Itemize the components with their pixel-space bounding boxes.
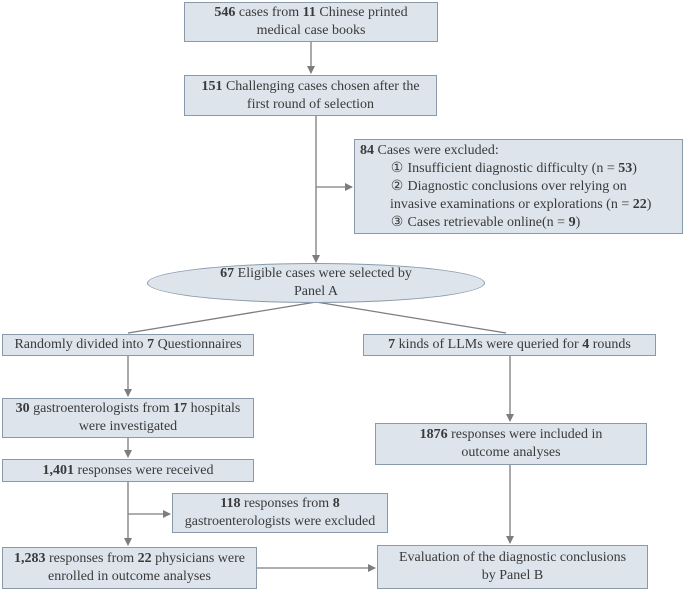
circled-three-mark: ③ [390,214,404,230]
text-line-2: medical case books [256,23,366,38]
line-eligible-to-llms [315,301,507,334]
emphasized-number: 17 [173,401,188,416]
exclusion-item-2-cont: invasive examinations or explorations (n… [390,196,652,212]
text-line-1: Randomly divided into 7 Questionnaires [14,337,242,352]
source-cases-box: 546 cases from 11 Chinese printed medical… [184,2,438,42]
emphasized-number: 8 [332,496,340,511]
text-line-1: 30 gastroenterologists from 17 hospitals [15,401,241,416]
emphasized-number: 9 [568,214,576,230]
exclusion-item-3: ③ Cases retrievable online(n = 9) [390,214,581,230]
emphasized-number: 118 [220,496,241,511]
llms-box: 7 kinds of LLMs were queried for 4 round… [363,334,656,356]
emphasized-number: 1,401 [42,462,74,478]
enrolled-responses-box: 1,283 responses from 22 physicians were e… [2,547,257,589]
text-line-1: 118 responses from 8 [220,496,340,511]
emphasized-number: 67 [220,266,235,281]
exclusion-heading: 84 Cases were excluded: [360,142,499,158]
emphasized-number: 4 [582,337,590,352]
text-line-2: gastroenterologists were excluded [184,514,376,529]
text-line-2: were investigated [78,419,178,434]
llm-responses-box: 1876 responses were included in outcome a… [375,423,647,465]
gastroenterologists-box: 30 gastroenterologists from 17 hospitals… [2,398,254,438]
emphasized-number: 1876 [419,427,448,442]
exclusion-box: 84 Cases were excluded: ① Insufficient d… [354,139,683,234]
emphasized-number: 7 [388,337,396,352]
emphasized-number: 7 [147,337,155,352]
exclusion-item-1: ① Insufficient diagnostic difficulty (n … [390,160,637,176]
evaluation-box: Evaluation of the diagnostic conclusions… [377,545,648,589]
text-line-1: 151 Challenging cases chosen after the [201,78,420,94]
text-line-1: 1876 responses were included in [419,427,603,442]
text-line-2: Panel A [294,284,338,299]
excluded-responses-box: 118 responses from 8 gastroenterologists … [172,493,388,533]
circled-two-mark: ② [390,178,404,194]
text-line-2: first round of selection [246,96,375,112]
circled-one-mark: ① [390,160,404,176]
text-line-1: 546 cases from 11 Chinese printed [214,5,408,20]
text-line-1: 7 kinds of LLMs were queried for 4 round… [388,337,631,352]
exclusion-item-2: ② Diagnostic conclusions over relying on [390,178,627,194]
text-line-2: enrolled in outcome analyses [48,569,211,584]
emphasized-number: 151 [201,78,223,94]
challenging-cases-box: 151 Challenging cases chosen after the fi… [184,75,437,116]
text-line-1: 1,283 responses from 22 physicians were [14,551,245,566]
questionnaires-box: Randomly divided into 7 Questionnaires [2,334,254,356]
responses-received-box: 1,401 responses were received [2,459,254,482]
text-line-1: Evaluation of the diagnostic conclusions [398,550,627,565]
eligible-cases-ellipse: 67 Eligible cases were selected by Panel … [147,263,485,303]
emphasized-number: 1,283 [14,551,46,566]
emphasized-number: 546 [214,5,236,20]
emphasized-number: 11 [302,5,316,20]
emphasized-number: 30 [15,401,30,416]
emphasized-number: 22 [137,551,152,566]
text-line-2: outcome analyses [461,445,561,460]
emphasized-number: 84 [360,142,374,158]
text-line-1: 1,401 responses were received [42,462,214,478]
line-eligible-to-questionnaires [127,301,317,334]
text-line-1: 67 Eligible cases were selected by [220,266,412,281]
emphasized-number: 53 [618,160,633,176]
emphasized-number: 22 [632,196,647,212]
text-line-2: by Panel B [481,568,544,583]
